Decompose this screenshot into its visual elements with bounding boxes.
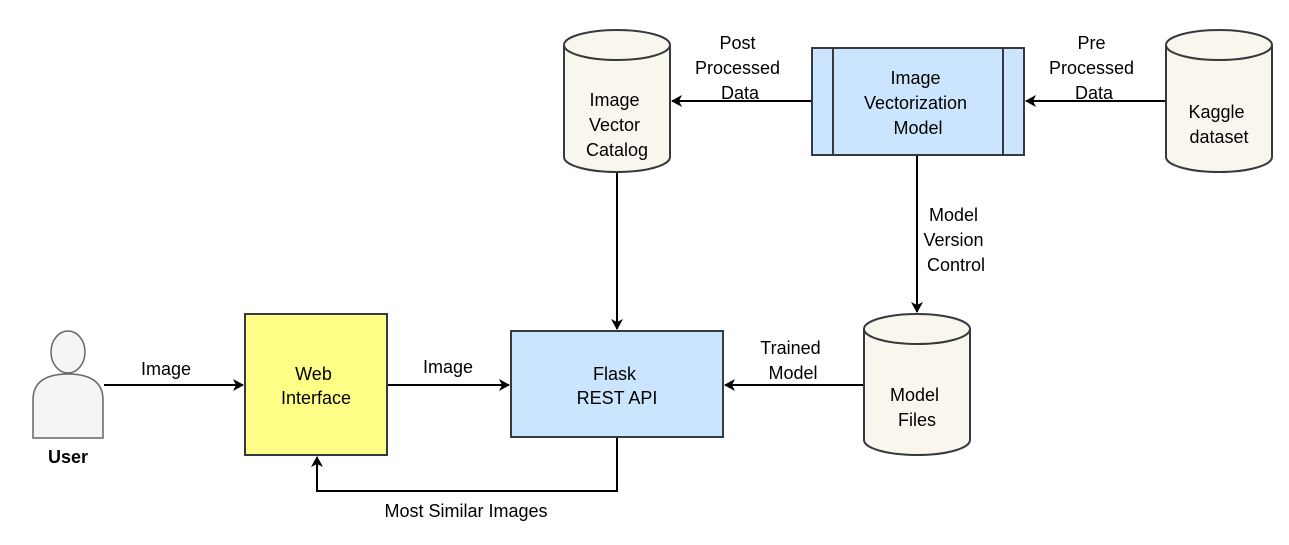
- vectorization-model-node: [811, 47, 1025, 156]
- model-files-db: [863, 313, 971, 456]
- edge-label-files-to-flask: Trained Model: [760, 338, 825, 383]
- edge-label-web-to-flask: Image: [423, 357, 473, 377]
- edge-label-model-to-catalog: Post Processed Data: [695, 33, 785, 103]
- kaggle-dataset-db: [1165, 29, 1273, 173]
- user-actor: [32, 330, 104, 439]
- image-vector-catalog-db: [563, 29, 671, 173]
- web-interface-node: [244, 313, 388, 456]
- image-vector-catalog-label: Image Vector Catalog: [586, 90, 648, 160]
- flask-api-node: [510, 330, 724, 438]
- edge-label-flask-to-web: Most Similar Images: [384, 501, 547, 521]
- flask-api-label: Flask REST API: [577, 364, 658, 408]
- edge-label-user-to-web: Image: [141, 359, 191, 379]
- vectorization-model-label: Image Vectorization Model: [864, 68, 972, 138]
- user-body-icon: [32, 373, 104, 439]
- web-interface-label: Web Interface: [281, 364, 351, 408]
- user-label: User: [48, 447, 88, 467]
- edge-label-kaggle-to-model: Pre Processed Data: [1049, 33, 1139, 103]
- edge-label-model-to-files: Model Version Control: [923, 205, 988, 275]
- model-files-label: Model Files: [890, 385, 944, 430]
- kaggle-dataset-label: Kaggle dataset: [1188, 102, 1249, 147]
- user-head-icon: [50, 330, 86, 374]
- edge-flask-to-web: [311, 437, 618, 492]
